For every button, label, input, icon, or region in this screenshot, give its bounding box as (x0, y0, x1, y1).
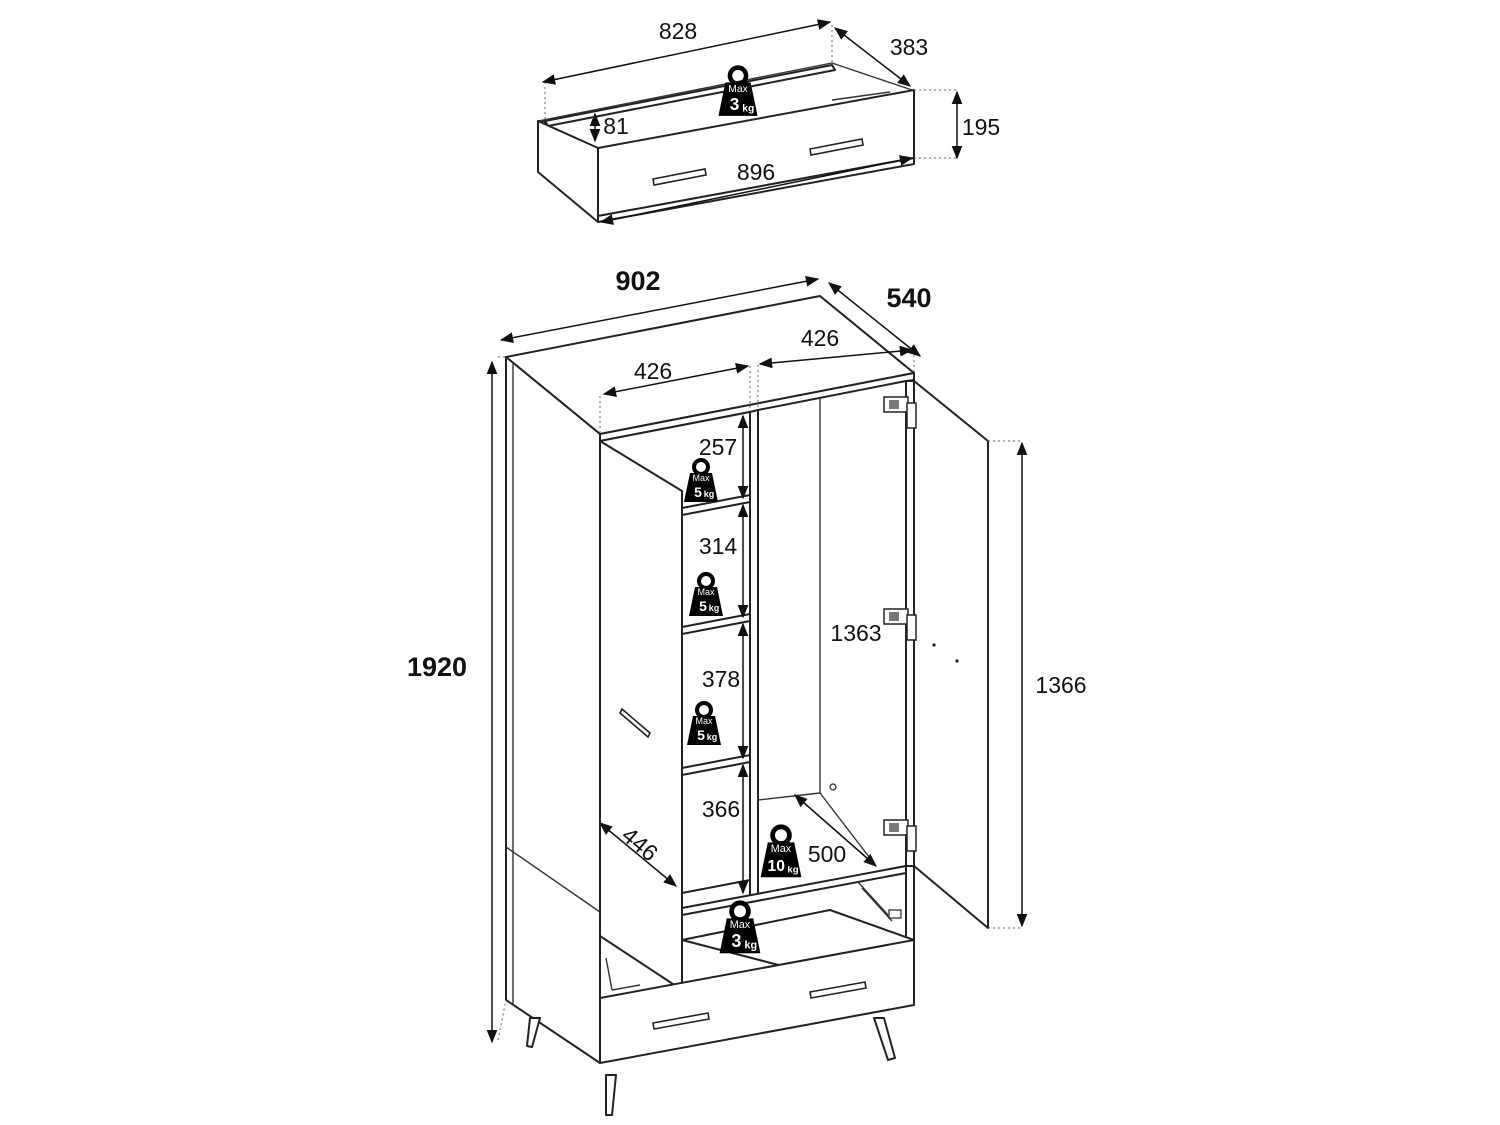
svg-text:Max: Max (730, 919, 751, 931)
drawer-handle-right (809, 138, 864, 156)
weight-icon: Max 3 kg (720, 903, 761, 953)
svg-text:3: 3 (731, 931, 741, 951)
wardrobe-drawing: 902 540 1920 426 426 257 314 378 366 446… (407, 266, 1087, 1116)
svg-text:kg: kg (709, 603, 720, 613)
rail-length-label: 500 (808, 841, 846, 867)
right-section-width-label: 426 (801, 325, 839, 351)
hinge-bottom (883, 819, 917, 852)
left-section-width-dimension (602, 363, 750, 397)
drawer-runner (857, 881, 902, 922)
drawer-inner-height-label: 81 (603, 113, 629, 139)
svg-text:kg: kg (742, 103, 754, 114)
drawer-depth-label: 383 (890, 34, 928, 60)
leg-front-left (605, 1074, 617, 1116)
drawer-width-label: 828 (659, 18, 697, 44)
hinge-middle (883, 608, 917, 641)
shelf-gap-4-label: 366 (702, 796, 740, 822)
wardrobe-side-divider (505, 846, 601, 913)
drawer-height-label: 195 (962, 114, 1000, 140)
wardrobe-drawer-handle-right (809, 981, 867, 999)
svg-text:Max: Max (697, 587, 715, 597)
svg-text:Max: Max (692, 473, 710, 483)
drawer-drawing: 828 383 195 81 896 Max 3 kg (537, 18, 1000, 225)
right-section-width-dimension (758, 345, 914, 369)
drawer-bottom-back (831, 91, 891, 101)
drawer-left-side (537, 120, 599, 223)
wardrobe-left-side (505, 356, 601, 1064)
wardrobe-drawer-front (599, 939, 915, 1064)
hanging-height-label: 1363 (830, 620, 881, 646)
hinge-top (883, 396, 917, 429)
wardrobe-drawer-handle-left (652, 1012, 710, 1030)
svg-text:kg: kg (744, 939, 757, 951)
weight-icon: Max 3 kg (718, 68, 757, 116)
svg-text:5: 5 (694, 484, 702, 500)
rail-length-dimension (793, 794, 878, 867)
left-section-width-label: 426 (634, 358, 672, 384)
drawer-depth-dimension (833, 27, 912, 87)
svg-text:kg: kg (787, 864, 798, 875)
door-height-label: 1366 (1035, 672, 1086, 698)
leg-back-left (526, 1017, 541, 1048)
svg-text:kg: kg (704, 489, 715, 499)
wardrobe-width-label: 902 (615, 266, 660, 296)
drawer-front-width-dimension (599, 155, 914, 225)
svg-text:5: 5 (697, 727, 705, 743)
shelf-gap-1-label: 257 (699, 434, 737, 460)
shelf-gap-3-label: 378 (702, 666, 740, 692)
svg-text:Max: Max (695, 716, 713, 726)
right-door-open (913, 380, 989, 929)
svg-text:kg: kg (707, 732, 718, 742)
svg-text:Max: Max (771, 843, 792, 855)
shelf-gap-2-label: 314 (699, 533, 738, 559)
wardrobe-depth-dimension (827, 282, 922, 357)
svg-text:3: 3 (730, 94, 740, 114)
left-door-open (599, 440, 683, 991)
svg-text:Max: Max (728, 84, 748, 95)
drawer-right-edge (831, 62, 913, 91)
drawer-width-dimension (541, 19, 832, 85)
center-divider (749, 409, 759, 898)
drawer-front-width-label: 896 (737, 159, 775, 185)
leg-front-right (873, 1017, 896, 1061)
svg-text:10: 10 (768, 858, 786, 875)
weight-icon: Max 5 kg (685, 701, 723, 747)
wardrobe-width-dimension (499, 275, 820, 344)
wardrobe-depth-label: 540 (886, 283, 931, 313)
left-door-handle (619, 707, 651, 739)
wardrobe-height-label: 1920 (407, 652, 467, 682)
weight-icon: Max 5 kg (682, 458, 720, 504)
weight-icon: Max 10 kg (761, 827, 802, 877)
shelf-depth-dimension (598, 822, 678, 887)
svg-text:5: 5 (699, 598, 707, 614)
weight-icon: Max 5 kg (687, 572, 725, 618)
